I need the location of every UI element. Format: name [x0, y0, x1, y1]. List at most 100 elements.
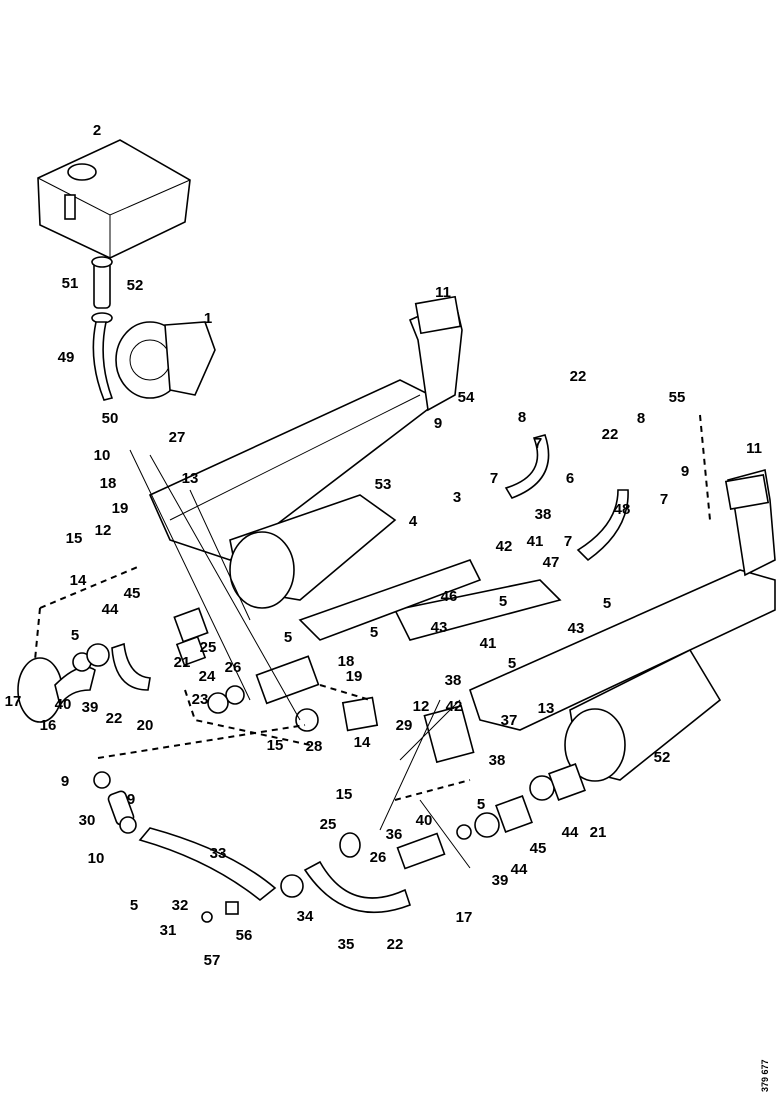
part-label-39: 39	[492, 872, 509, 889]
part-label-46: 46	[441, 588, 458, 605]
part-label-30: 30	[79, 812, 96, 829]
part-label-25: 25	[200, 639, 217, 656]
part-label-35: 35	[338, 936, 355, 953]
exhaust-manifold	[148, 295, 463, 561]
part-label-22: 22	[570, 368, 587, 385]
sleeve	[86, 643, 110, 667]
pipe	[576, 489, 629, 562]
part-label-7: 7	[534, 435, 542, 452]
reference-number: 379 677	[760, 1059, 770, 1092]
part-label-7: 7	[490, 470, 498, 487]
pipe	[138, 827, 277, 902]
part-label-56: 56	[236, 927, 253, 944]
part-label-32: 32	[172, 897, 189, 914]
part-label-11: 11	[746, 440, 762, 457]
part-label-55: 55	[669, 389, 686, 406]
part-label-38: 38	[489, 752, 506, 769]
part-label-39: 39	[82, 699, 99, 716]
part-label-15: 15	[336, 786, 353, 803]
part-label-26: 26	[225, 659, 242, 676]
part-label-22: 22	[106, 710, 123, 727]
part-label-8: 8	[518, 409, 526, 426]
part-label-23: 23	[192, 691, 209, 708]
part-label-9: 9	[127, 791, 135, 808]
part-label-3: 3	[453, 489, 461, 506]
part-label-44: 44	[102, 601, 119, 618]
part-label-28: 28	[306, 738, 323, 755]
part-label-2: 2	[93, 122, 101, 139]
part-label-52: 52	[127, 277, 144, 294]
part-label-38: 38	[535, 506, 552, 523]
pipe	[504, 434, 550, 499]
pump	[115, 321, 216, 399]
part-label-5: 5	[71, 627, 79, 644]
part-label-50: 50	[102, 410, 119, 427]
part-label-12: 12	[95, 522, 112, 539]
part-label-9: 9	[434, 415, 442, 432]
part-label-21: 21	[174, 654, 191, 671]
part-label-37: 37	[501, 712, 518, 729]
part-label-18: 18	[338, 653, 355, 670]
part-label-21: 21	[590, 824, 607, 841]
bracket	[423, 704, 475, 764]
pipe	[111, 642, 151, 691]
part-label-9: 9	[61, 773, 69, 790]
part-label-11: 11	[435, 284, 451, 301]
part-label-26: 26	[370, 849, 387, 866]
part-label-49: 49	[58, 349, 75, 366]
part-label-14: 14	[70, 572, 87, 589]
part-label-44: 44	[511, 861, 528, 878]
part-label-31: 31	[160, 922, 177, 939]
part-label-5: 5	[508, 655, 516, 672]
part-label-48: 48	[614, 501, 631, 518]
part-label-27: 27	[169, 429, 186, 446]
part-label-24: 24	[199, 668, 216, 685]
part-label-15: 15	[66, 530, 83, 547]
part-label-38: 38	[445, 672, 462, 689]
part-label-34: 34	[297, 908, 314, 925]
bracket	[298, 559, 482, 641]
part-label-8: 8	[637, 410, 645, 427]
part-label-43: 43	[431, 619, 448, 636]
part-label-17: 17	[456, 909, 473, 926]
part-label-53: 53	[375, 476, 392, 493]
part-label-51: 51	[62, 275, 79, 292]
part-label-1: 1	[204, 310, 212, 327]
part-label-43: 43	[568, 620, 585, 637]
part-label-4: 4	[409, 513, 418, 530]
part-label-13: 13	[182, 470, 199, 487]
part-drawings	[17, 139, 776, 923]
exhaust-manifold	[469, 468, 776, 731]
valve-body	[255, 655, 320, 705]
gasket	[175, 635, 207, 667]
part-label-45: 45	[124, 585, 141, 602]
egr-cooler	[229, 494, 397, 609]
part-label-44: 44	[562, 824, 579, 841]
part-label-14: 14	[354, 734, 371, 751]
egr-cooler	[564, 648, 722, 782]
part-label-57: 57	[204, 952, 221, 969]
part-label-22: 22	[602, 426, 619, 443]
part-label-7: 7	[564, 533, 572, 550]
part-label-42: 42	[446, 698, 463, 715]
part-label-40: 40	[55, 696, 72, 713]
part-label-10: 10	[88, 850, 105, 867]
part-label-20: 20	[137, 717, 154, 734]
pipe	[303, 860, 412, 914]
part-label-12: 12	[413, 698, 430, 715]
bracket	[393, 579, 562, 641]
part-label-45: 45	[530, 840, 547, 857]
part-label-16: 16	[40, 717, 57, 734]
part-label-33: 33	[210, 845, 227, 862]
expansion-tank	[37, 139, 191, 259]
part-label-47: 47	[543, 554, 560, 571]
part-label-29: 29	[396, 717, 413, 734]
part-label-36: 36	[386, 826, 403, 843]
part-label-19: 19	[346, 668, 363, 685]
part-label-15: 15	[267, 737, 284, 754]
part-label-10: 10	[94, 447, 111, 464]
part-label-5: 5	[477, 796, 485, 813]
part-label-52: 52	[654, 749, 671, 766]
part-label-17: 17	[5, 693, 22, 710]
